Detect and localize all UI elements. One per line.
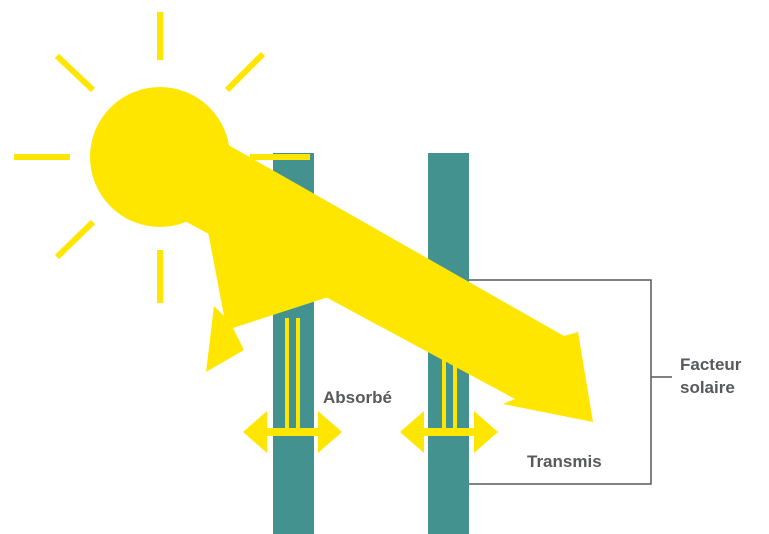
solar-factor-label-line1: Facteur (680, 355, 742, 374)
transmitted-label: Transmis (527, 452, 602, 471)
absorbed-label: Absorbé (323, 388, 392, 407)
solar-factor-label-line2: solaire (680, 378, 735, 397)
